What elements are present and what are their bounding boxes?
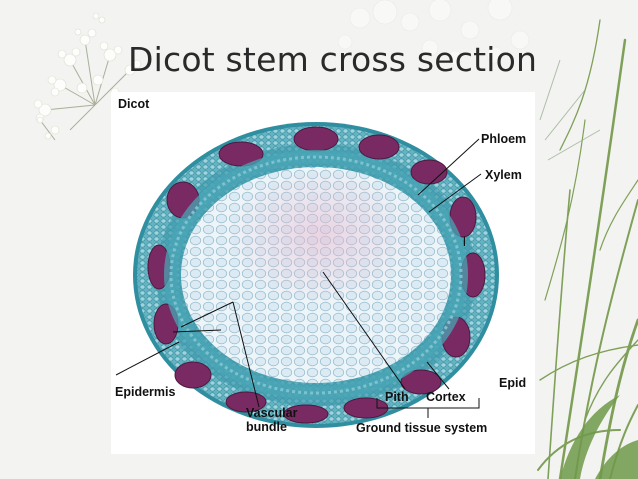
- vascular-bundle: [225, 391, 267, 413]
- label-cortex: Cortex: [426, 390, 466, 404]
- vascular-bundle: [218, 141, 264, 167]
- label-ground-tissue-system: Ground tissue system: [356, 421, 488, 435]
- flower-cluster-top-left: [33, 12, 142, 141]
- flower-cluster-top-center: [337, 0, 530, 66]
- vascular-bundle: [410, 159, 448, 185]
- vascular-bundles: [147, 126, 486, 424]
- label-vascular-bundle-line2: bundle: [246, 420, 287, 434]
- grass-leaf-right: [560, 395, 638, 479]
- cross-section-figure: | Dicot Phloem Xylem Epidermis Vascular …: [111, 92, 535, 454]
- cortex-leader-line: [426, 361, 450, 390]
- xylem-cells: [169, 155, 463, 395]
- right-tick-mark: |: [463, 236, 466, 247]
- label-epidermis: Epidermis: [115, 385, 176, 399]
- vascular-leader-line-upper: [180, 301, 234, 328]
- vascular-bundle: [283, 404, 329, 424]
- phloem-leader-line: [417, 138, 480, 196]
- figure-corner-label: Dicot: [118, 97, 150, 111]
- vascular-bundle: [293, 126, 339, 152]
- stem-cross-section-illustration: |: [115, 122, 499, 428]
- label-vascular-bundle-line1: Vascular: [246, 406, 298, 420]
- flower-stems-right-top: [539, 59, 601, 161]
- vascular-leader-line-down: [232, 301, 260, 408]
- epidermis-leader-line: [115, 341, 180, 376]
- vascular-bundle: [358, 134, 400, 160]
- label-pith: Pith: [385, 390, 409, 404]
- label-xylem: Xylem: [485, 168, 522, 182]
- grass-blades-right: [537, 19, 638, 479]
- slide-title: Dicot stem cross section: [128, 40, 538, 79]
- vascular-bundle: [400, 369, 442, 395]
- pith-tint: [226, 172, 416, 312]
- vascular-bundle: [174, 361, 212, 389]
- pith-leader-line: [322, 271, 406, 390]
- label-epidermis-cutoff: Epid: [499, 376, 527, 390]
- leader-lines: [115, 138, 482, 418]
- xylem-leader-line: [428, 173, 482, 213]
- vascular-leader-line-lower: [172, 329, 222, 333]
- label-phloem: Phloem: [481, 132, 527, 146]
